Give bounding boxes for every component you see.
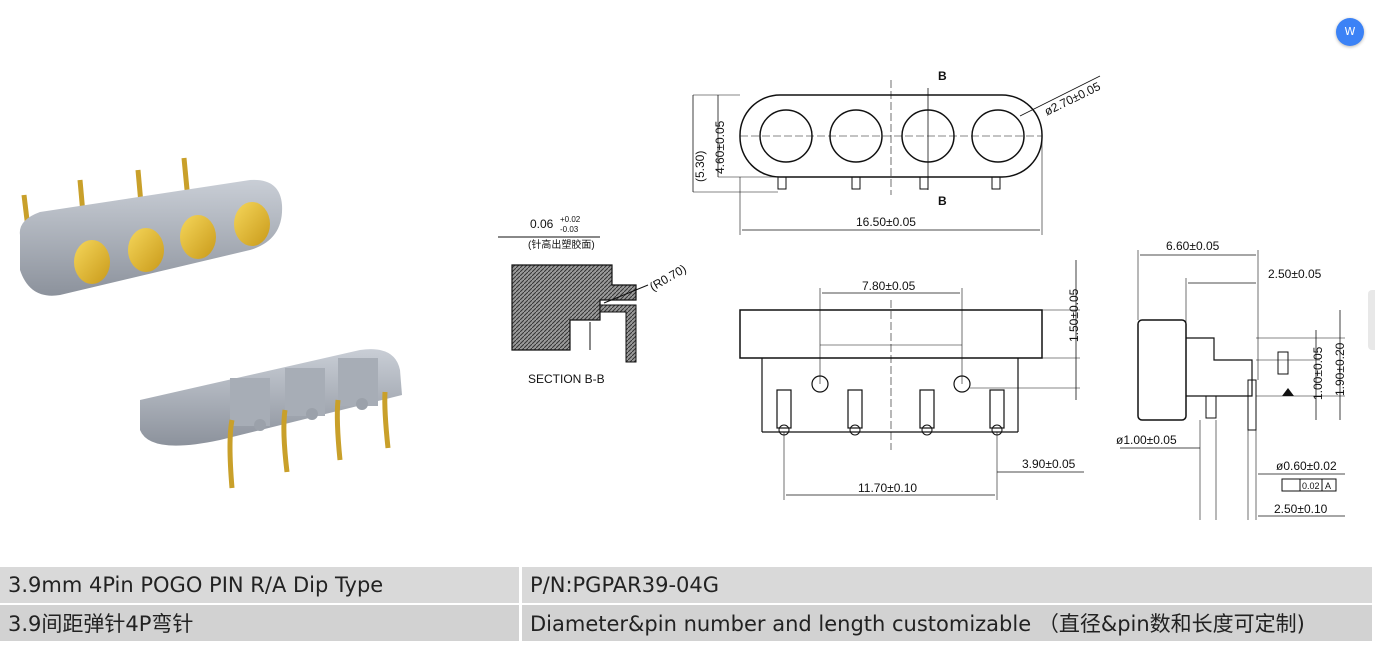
front-pin-offset: 3.90±0.05 bbox=[1022, 457, 1076, 471]
section-radius: (R0.70) bbox=[647, 262, 689, 294]
product-photo-bottom bbox=[140, 349, 402, 489]
product-title-en: 3.9mm 4Pin POGO PIN R/A Dip Type bbox=[0, 567, 522, 605]
side-scroll-handle[interactable] bbox=[1368, 290, 1375, 350]
product-title-cn: 3.9间距弹针4P弯针 bbox=[0, 604, 522, 641]
side-perp-tol: 0.02 bbox=[1302, 481, 1320, 491]
side-datum: A bbox=[1325, 481, 1331, 491]
product-photo-top bbox=[19, 157, 283, 296]
side-hole-diameter: ø1.00±0.05 bbox=[1116, 433, 1177, 447]
protrusion-dimension: 0.06 bbox=[530, 217, 554, 231]
table-row: 3.9mm 4Pin POGO PIN R/A Dip Type P/N:PGP… bbox=[0, 567, 1372, 605]
top-length: 16.50±0.05 bbox=[856, 215, 916, 229]
front-pin-span: 11.70±0.10 bbox=[858, 481, 917, 495]
side-dim-b: 1.90±0.20 bbox=[1333, 342, 1347, 396]
top-height: 4.60±0.05 bbox=[713, 120, 727, 174]
product-info-table: 3.9mm 4Pin POGO PIN R/A Dip Type P/N:PGP… bbox=[0, 567, 1372, 641]
side-offset: 2.50±0.05 bbox=[1268, 267, 1322, 281]
front-pitch-span: 7.80±0.05 bbox=[862, 279, 916, 293]
technical-drawing: 0.06 +0.02 -0.03 (针高出塑胶面) (R0.70) SECTIO… bbox=[19, 69, 1347, 520]
front-body-height: 1.50±0.05 bbox=[1067, 288, 1081, 342]
section-label: SECTION B-B bbox=[528, 372, 605, 386]
section-view bbox=[498, 236, 649, 363]
section-marker-top: B bbox=[938, 69, 947, 83]
section-marker-bottom: B bbox=[938, 194, 947, 208]
customization-note: Diameter&pin number and length customiza… bbox=[520, 604, 1372, 641]
top-pin-diameter: ø2.70±0.05 bbox=[1042, 79, 1103, 118]
side-pin-diameter: ø0.60±0.02 bbox=[1276, 459, 1337, 473]
part-number: P/N:PGPAR39-04G bbox=[520, 567, 1372, 605]
document-icon[interactable]: W bbox=[1336, 18, 1364, 46]
table-row: 3.9间距弹针4P弯针 Diameter&pin number and leng… bbox=[0, 604, 1372, 641]
side-depth: 6.60±0.05 bbox=[1166, 239, 1220, 253]
protrusion-tol-down: -0.03 bbox=[560, 225, 579, 234]
top-view bbox=[692, 75, 1101, 235]
protrusion-note: (针高出塑胶面) bbox=[528, 238, 595, 251]
protrusion-tol-up: +0.02 bbox=[560, 215, 581, 224]
side-dim-a: 1.00±0.05 bbox=[1311, 346, 1325, 400]
top-height-ref: (5.30) bbox=[693, 151, 707, 182]
side-pin-pitch: 2.50±0.10 bbox=[1274, 502, 1328, 516]
side-view bbox=[1120, 250, 1345, 520]
front-view bbox=[739, 260, 1084, 500]
